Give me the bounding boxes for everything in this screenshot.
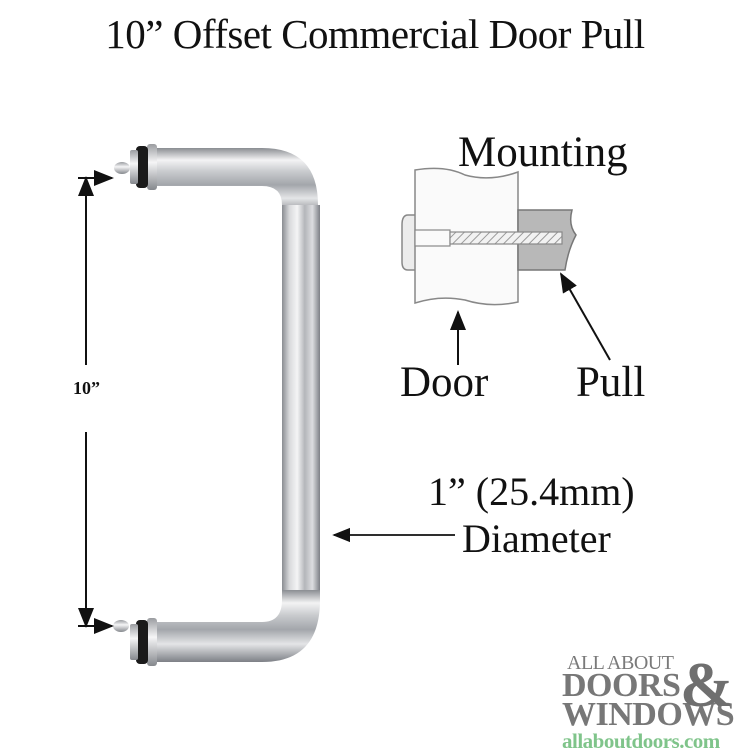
brand-logo: ALL ABOUT DOORS & WINDOWS allaboutdoors.… [562,649,747,753]
logo-line-doors: DOORS [562,667,681,704]
door-pull-handle [113,144,320,666]
diameter-size-label: 1” (25.4mm) [428,469,635,514]
door-label: Door [400,359,489,406]
height-dimension-label: 10” [73,378,100,398]
logo-line-all-about: ALL ABOUT [567,652,674,674]
diameter-label: Diameter [462,516,611,561]
logo-url: allaboutdoors.com [562,729,720,753]
mounting-heading: Mounting [458,129,628,176]
page-title: 10” Offset Commercial Door Pull [105,11,645,57]
pull-label: Pull [576,359,646,406]
logo-ampersand: & [680,649,734,720]
height-dimension-line [78,170,114,634]
mounting-diagram [401,167,611,365]
logo-line-windows: WINDOWS [562,696,735,733]
